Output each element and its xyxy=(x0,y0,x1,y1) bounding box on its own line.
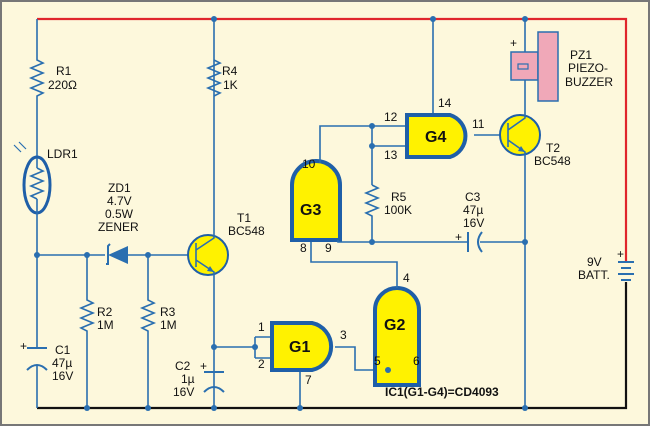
g2-label: G2 xyxy=(384,317,405,334)
batt-label: BATT. xyxy=(578,268,610,282)
g1-pin1: 1 xyxy=(258,320,265,334)
pz1-plus: + xyxy=(510,36,517,50)
g4-pin11: 11 xyxy=(472,117,485,131)
g3-pin8: 8 xyxy=(300,241,307,255)
c3-ref: C3 xyxy=(465,190,481,204)
r1-resistor xyxy=(28,19,46,158)
g3-wires xyxy=(319,125,525,243)
c3-plus: + xyxy=(455,230,462,244)
c1-capacitor xyxy=(26,347,48,371)
r5-ref: R5 xyxy=(391,190,407,204)
pz1-line2: BUZZER xyxy=(565,75,613,89)
c3-capacitor xyxy=(467,231,483,253)
gate-g1 xyxy=(270,321,334,372)
c1-plus: + xyxy=(20,339,27,353)
gate-g3 xyxy=(290,159,342,242)
g1-pin2: 2 xyxy=(258,357,265,371)
r2-value: 1M xyxy=(97,318,114,332)
g1-label: G1 xyxy=(289,339,310,356)
g2-pin4: 4 xyxy=(403,271,410,285)
c1-value: 47µ xyxy=(52,356,72,370)
ldr1-ref: LDR1 xyxy=(47,147,78,161)
positive-rail xyxy=(37,17,628,262)
c2-ref: C2 xyxy=(175,359,191,373)
c1-voltage: 16V xyxy=(52,369,73,383)
battery xyxy=(618,261,634,281)
r2-ref: R2 xyxy=(97,305,113,319)
pz1-ref: PZ1 xyxy=(570,48,592,62)
zd1-type: ZENER xyxy=(98,220,139,234)
r3-resistor xyxy=(139,255,157,408)
g4-label: G4 xyxy=(425,129,446,146)
junction-dots xyxy=(34,16,528,411)
r4-resistor xyxy=(205,59,223,97)
zd1-ref: ZD1 xyxy=(108,181,131,195)
g2-pin5: 5 xyxy=(374,354,381,368)
g1-pin3: 3 xyxy=(340,328,347,342)
g4-pin12: 12 xyxy=(384,110,398,124)
g3-pin10: 10 xyxy=(302,157,316,171)
g3-pin9: 9 xyxy=(325,241,332,255)
zd1-zener-diode xyxy=(106,243,128,265)
g4-pin14: 14 xyxy=(438,96,452,110)
r3-ref: R3 xyxy=(160,305,176,319)
c2-value: 1µ xyxy=(181,372,195,386)
g1-pin7: 7 xyxy=(305,373,312,387)
t2-ref: T2 xyxy=(546,141,560,155)
r4-value: 1K xyxy=(223,78,238,92)
g4-pin13: 13 xyxy=(384,148,398,162)
pz1-line1: PIEZO- xyxy=(568,61,608,75)
t1-ref: T1 xyxy=(237,211,251,225)
pz1-piezo-buzzer xyxy=(510,19,559,102)
c3-voltage: 16V xyxy=(463,216,484,230)
t1-transistor xyxy=(187,19,229,408)
light-arrows-icon xyxy=(13,141,27,153)
r5-value: 100K xyxy=(384,203,412,217)
batt-value: 9V xyxy=(587,255,602,269)
ground-rail xyxy=(37,282,628,410)
r4-ref: R4 xyxy=(222,64,238,78)
t1-part: BC548 xyxy=(228,224,265,238)
r2-resistor xyxy=(78,255,96,408)
zd1-power: 0.5W xyxy=(105,207,134,221)
gate-g4 xyxy=(405,113,468,159)
g2-pin6: 6 xyxy=(413,354,420,368)
r1-value: 220Ω xyxy=(48,78,77,92)
t2-part: BC548 xyxy=(534,154,571,168)
c2-capacitor xyxy=(203,371,225,393)
c3-value: 47µ xyxy=(463,203,483,217)
r3-value: 1M xyxy=(160,318,177,332)
zd1-voltage: 4.7V xyxy=(107,194,132,208)
gate-g2 xyxy=(373,286,421,387)
ic-note: IC1(G1-G4)=CD4093 xyxy=(385,385,499,399)
t2-transistor xyxy=(499,100,541,408)
g3-label: G3 xyxy=(300,202,321,219)
c1-ref: C1 xyxy=(55,343,71,357)
c2-plus: + xyxy=(200,359,207,373)
r1-ref: R1 xyxy=(56,64,72,78)
ldr1-photoresistor xyxy=(13,141,52,255)
batt-plus: + xyxy=(617,247,624,261)
g2-g3-wire xyxy=(310,240,398,288)
c2-voltage: 16V xyxy=(173,385,194,399)
